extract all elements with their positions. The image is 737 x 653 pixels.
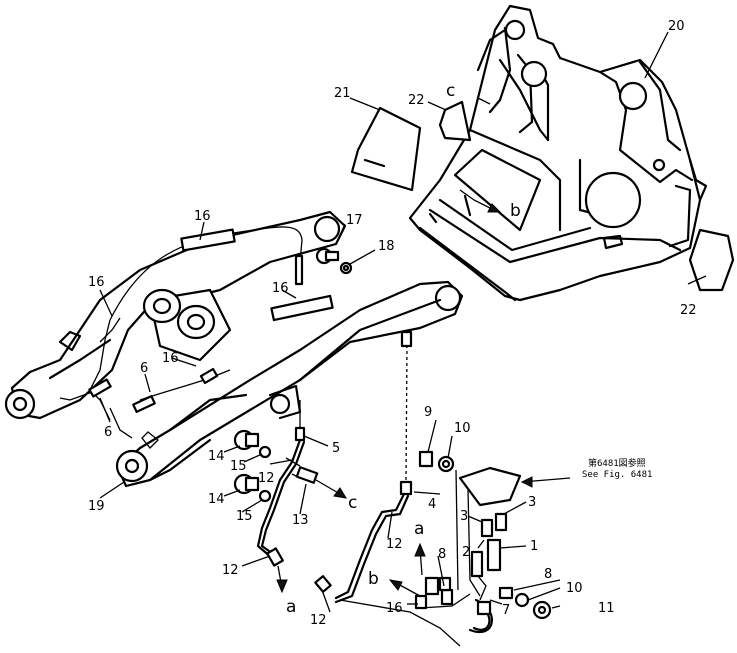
label-14-low: 14 — [208, 492, 225, 507]
label-12-top: 12 — [258, 471, 275, 486]
reference-note-en: See Fig. 6481 — [582, 470, 652, 480]
label-4: 4 — [428, 497, 436, 512]
label-3-left: 3 — [460, 509, 468, 524]
label-16-left: 16 — [88, 275, 105, 290]
label-8-right: 8 — [544, 567, 552, 582]
cover-plate-21 — [350, 106, 422, 192]
boom-assembly — [4, 210, 464, 488]
label-13: 13 — [292, 513, 309, 528]
mark-c-pipe: c — [348, 493, 357, 513]
mark-b-frame: b — [510, 201, 521, 221]
mark-a-mid: a — [414, 519, 424, 539]
cover-plate-22-right — [688, 228, 735, 292]
label-5: 5 — [332, 441, 340, 456]
reference-note: 第6481図参照 See Fig. 6481 — [582, 457, 652, 480]
label-10-right: 10 — [566, 581, 583, 596]
label-6-mid: 6 — [140, 361, 148, 376]
label-15-top: 15 — [230, 459, 247, 474]
label-16-top: 16 — [194, 209, 211, 224]
hydraulic-pipes — [256, 330, 552, 647]
connection-arrows — [276, 97, 502, 597]
reference-note-jp: 第6481図参照 — [588, 457, 646, 469]
mark-b-bottom: b — [368, 569, 379, 589]
boom-hoses — [59, 226, 334, 449]
label-9: 9 — [424, 405, 432, 420]
leader-lines — [99, 31, 707, 613]
label-7: 7 — [502, 603, 510, 618]
bolts-and-washers — [233, 247, 353, 503]
label-1: 1 — [530, 539, 538, 554]
label-10-top: 10 — [454, 421, 471, 436]
label-19: 19 — [88, 499, 105, 514]
label-2: 2 — [462, 545, 470, 560]
label-21: 21 — [334, 86, 351, 101]
label-15-low: 15 — [236, 509, 253, 524]
mark-a-left: a — [286, 597, 296, 617]
label-16-bottom: 16 — [386, 601, 403, 616]
connection-letters: a a b b c c — [286, 81, 521, 617]
label-3-right: 3 — [528, 495, 536, 510]
label-17: 17 — [346, 213, 363, 228]
label-8-left: 8 — [438, 547, 446, 562]
label-14-top: 14 — [208, 449, 225, 464]
reference-arrow — [520, 476, 571, 488]
label-11: 11 — [598, 601, 615, 616]
label-6-low: 6 — [104, 425, 112, 440]
mark-c-frame: c — [446, 81, 455, 101]
label-22-right: 22 — [680, 303, 697, 318]
label-22-top: 22 — [408, 93, 425, 108]
label-16-mid: 16 — [272, 281, 289, 296]
label-12-mid: 12 — [386, 537, 403, 552]
label-12-bottom: 12 — [310, 613, 327, 628]
front-frame — [408, 4, 708, 302]
label-18: 18 — [378, 239, 395, 254]
label-16-hose: 16 — [162, 351, 179, 366]
label-20: 20 — [668, 19, 685, 34]
label-12-left: 12 — [222, 563, 239, 578]
cover-plate-22-top — [438, 100, 472, 142]
part-number-labels: 20 21 22 22 16 17 18 16 16 16 6 6 5 14 1… — [88, 19, 697, 628]
